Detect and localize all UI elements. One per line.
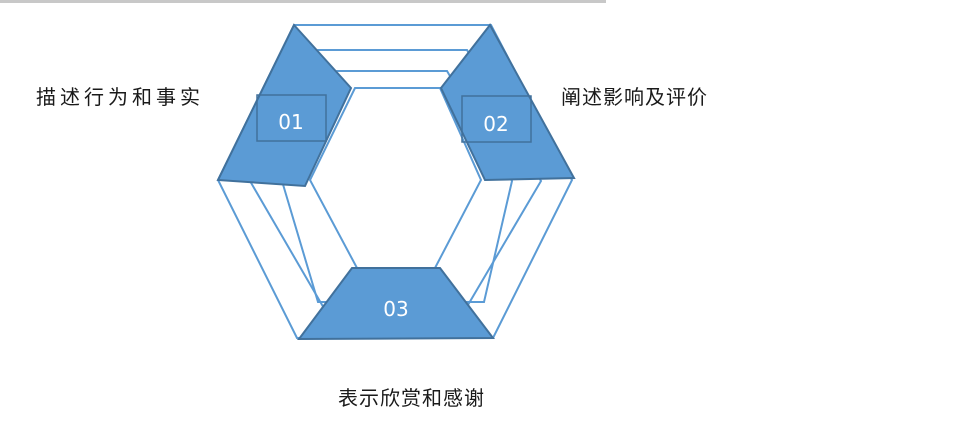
segment-02-shape [439,23,576,182]
step-03-number: 03 [383,297,408,321]
step-03-label: 表示欣赏和感谢 [338,386,485,410]
step-02-label: 阐述影响及评价 [561,85,708,109]
segment-02-number-box [461,95,532,143]
segment-01-number-box [256,94,327,142]
step-01-number: 01 [278,110,303,134]
segment-03-shape [296,267,496,341]
top-rule [0,0,606,3]
segment-03: 03 [296,267,496,341]
step-01-label: 描述行为和事实 [36,85,204,109]
step-02-number: 02 [483,112,508,136]
segment-01-shape [216,23,353,188]
segment-01: 01 [216,23,353,188]
segment-02: 02 [439,23,576,182]
